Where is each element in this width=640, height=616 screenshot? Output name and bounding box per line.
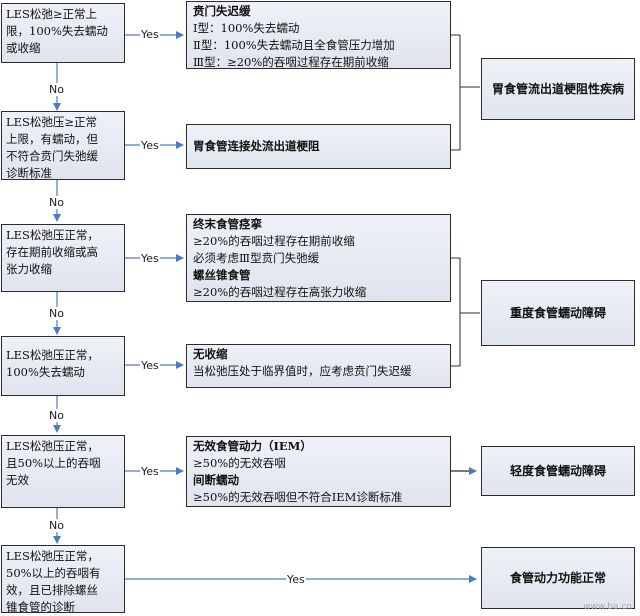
no-label-3: No <box>48 307 65 320</box>
category-normal-motility: 食管动力功能正常 <box>481 547 635 609</box>
condition-6-line-2: 50%以上的吞咽有 <box>6 566 101 580</box>
condition-2-line-1: LES松弛压≥正常 <box>6 115 98 129</box>
condition-6-line-1: LES松弛压正常， <box>6 549 99 563</box>
condition-2-line-3: 不符合贲门失弛缓 <box>6 149 98 163</box>
condition-box-6: LES松弛压正常， 50%以上的吞咽有 效，且已排除螺丝 锥食管的诊断 <box>1 545 125 614</box>
condition-box-1: LES松弛≥正常上 限，100%失去蠕动 或收缩 <box>1 3 125 63</box>
result-box-iem: 无效食管动力（IEM） ≥50%的无效吞咽 间断蠕动 ≥50%的无效吞咽但不符合… <box>186 436 451 507</box>
yes-label-1: Yes <box>140 28 160 41</box>
result-3-heading-1: 终末食管痉挛 <box>193 217 262 231</box>
result-5-line-4: ≥50%的无效吞咽但不符合IEM诊断标准 <box>193 490 403 504</box>
no-label-2: No <box>48 196 65 209</box>
result-1-line-2: Ⅰ型：100%失去蠕动 <box>193 21 300 35</box>
condition-6-line-3: 效，且已排除螺丝 <box>6 583 98 597</box>
condition-1-line-3: 或收缩 <box>6 41 41 55</box>
condition-box-4: LES松弛压正常， 100%失去蠕动 <box>1 336 125 396</box>
category-3-label: 轻度食管蠕动障碍 <box>509 463 606 478</box>
yes-label-4: Yes <box>140 359 160 372</box>
condition-5-line-3: 无效 <box>6 473 29 487</box>
condition-2-line-4: 诊断标准 <box>6 166 52 180</box>
result-1-heading: 贲门失迟缓 <box>193 4 251 18</box>
category-4-label: 食管动力功能正常 <box>509 570 606 585</box>
result-4-heading: 无收缩 <box>193 347 228 361</box>
result-5-line-2: ≥50%的无效吞咽 <box>193 456 286 470</box>
condition-3-line-2: 存在期前收缩或高 <box>6 245 98 259</box>
yes-label-6: Yes <box>286 573 306 586</box>
condition-3-line-3: 张力收缩 <box>6 262 52 276</box>
result-box-egj-obstruction: 胃食管连接处流出道梗阻 <box>186 124 451 169</box>
yes-label-2: Yes <box>140 139 160 152</box>
condition-1-line-2: 限，100%失去蠕动 <box>6 24 108 38</box>
yes-label-5: Yes <box>140 465 160 478</box>
result-box-absent-contractility: 无收缩 当松弛压处于临界值时，应考虑贲门失迟缓 <box>186 344 451 388</box>
result-4-line-2: 当松弛压处于临界值时，应考虑贲门失迟缓 <box>193 364 412 378</box>
condition-3-line-1: LES松弛压正常， <box>6 228 99 242</box>
condition-box-2: LES松弛压≥正常 上限，有蠕动，但 不符合贲门失弛缓 诊断标准 <box>1 111 125 180</box>
condition-4-line-2: 100%失去蠕动 <box>6 365 85 379</box>
condition-2-line-2: 上限，有蠕动，但 <box>6 132 98 146</box>
no-label-5: No <box>48 519 65 532</box>
condition-box-3: LES松弛压正常， 存在期前收缩或高 张力收缩 <box>1 224 125 292</box>
no-label-1: No <box>48 83 65 96</box>
category-outflow-obstruction: 胃食管流出道梗阻性疾病 <box>481 58 635 120</box>
result-box-achalasia: 贲门失迟缓 Ⅰ型：100%失去蠕动 Ⅱ型：100%失去蠕动且全食管压力增加 Ⅲ型… <box>186 1 451 69</box>
result-3-line-3: 必须考虑Ⅲ型贲门失弛缓 <box>193 251 320 265</box>
watermark: www.ba.cn <box>583 602 632 612</box>
no-label-4: No <box>48 409 65 422</box>
result-1-line-3: Ⅱ型：100%失去蠕动且全食管压力增加 <box>193 38 395 52</box>
category-minor-motility-disorder: 轻度食管蠕动障碍 <box>481 446 635 496</box>
condition-5-line-2: 且50%以上的吞咽 <box>6 456 101 470</box>
category-2-label: 重度食管蠕动障碍 <box>509 305 606 320</box>
result-1-line-4: Ⅲ型：≥20%的吞咽过程存在期前收缩 <box>193 55 389 69</box>
result-box-spasm: 终末食管痉挛 ≥20%的吞咽过程存在期前收缩 必须考虑Ⅲ型贲门失弛缓 螺丝锥食管… <box>186 214 451 302</box>
category-1-label: 胃食管流出道梗阻性疾病 <box>491 81 624 96</box>
condition-6-line-4: 锥食管的诊断 <box>6 600 75 614</box>
result-5-heading-1: 无效食管动力（IEM） <box>193 439 312 453</box>
condition-1-line-1: LES松弛≥正常上 <box>6 7 98 21</box>
result-5-heading-2: 间断蠕动 <box>193 473 239 487</box>
category-major-motility-disorder: 重度食管蠕动障碍 <box>481 280 635 346</box>
result-2-heading: 胃食管连接处流出道梗阻 <box>193 139 320 153</box>
condition-5-line-1: LES松弛压正常， <box>6 439 99 453</box>
yes-label-3: Yes <box>140 252 160 265</box>
condition-4-line-1: LES松弛压正常， <box>6 348 99 362</box>
condition-box-5: LES松弛压正常， 且50%以上的吞咽 无效 <box>1 435 125 508</box>
result-3-line-5: ≥20%的吞咽过程存在高张力收缩 <box>193 285 367 299</box>
result-3-line-2: ≥20%的吞咽过程存在期前收缩 <box>193 234 355 248</box>
result-3-heading-2: 螺丝锥食管 <box>193 268 251 282</box>
